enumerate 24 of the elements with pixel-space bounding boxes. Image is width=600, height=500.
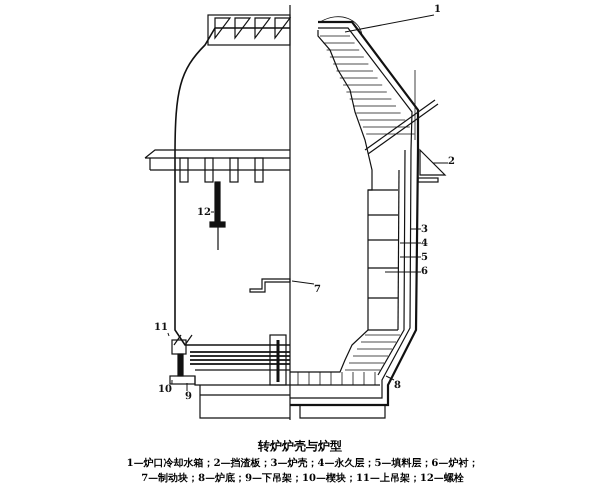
leader-line — [386, 376, 394, 380]
callout-number: 8 — [394, 380, 401, 391]
callout-number: 3 — [421, 224, 428, 235]
callout-number: 4 — [421, 238, 428, 249]
callout-number: 9 — [185, 391, 192, 402]
leader-line — [167, 332, 170, 336]
figure-title: 转炉炉壳与炉型 — [256, 438, 343, 455]
callout-number: 1 — [434, 4, 441, 15]
figure-caption: 1—炉口冷却水箱；2—挡渣板；3—炉壳；4—永久层；5—填料层；6—炉衬；7—制动块；8—炉底；9—下吊架；10—楔块；11—上吊架；12—螺栓 — [126, 456, 480, 486]
callout-number: 11 — [154, 322, 168, 333]
leader-line — [292, 280, 314, 284]
callout-number: 5 — [421, 252, 428, 263]
callout-number: 7 — [314, 284, 321, 295]
callout-number: 12 — [197, 207, 211, 218]
callout-number: 6 — [421, 266, 428, 277]
leader-line — [400, 256, 422, 258]
leader-line — [410, 228, 422, 230]
leader-line — [186, 382, 188, 392]
callout-number: 2 — [448, 156, 455, 167]
leader-line — [344, 14, 434, 32]
callout-number: 10 — [158, 384, 172, 395]
leader-line — [400, 242, 422, 244]
leader-line — [432, 162, 448, 164]
leader-line — [171, 380, 172, 384]
